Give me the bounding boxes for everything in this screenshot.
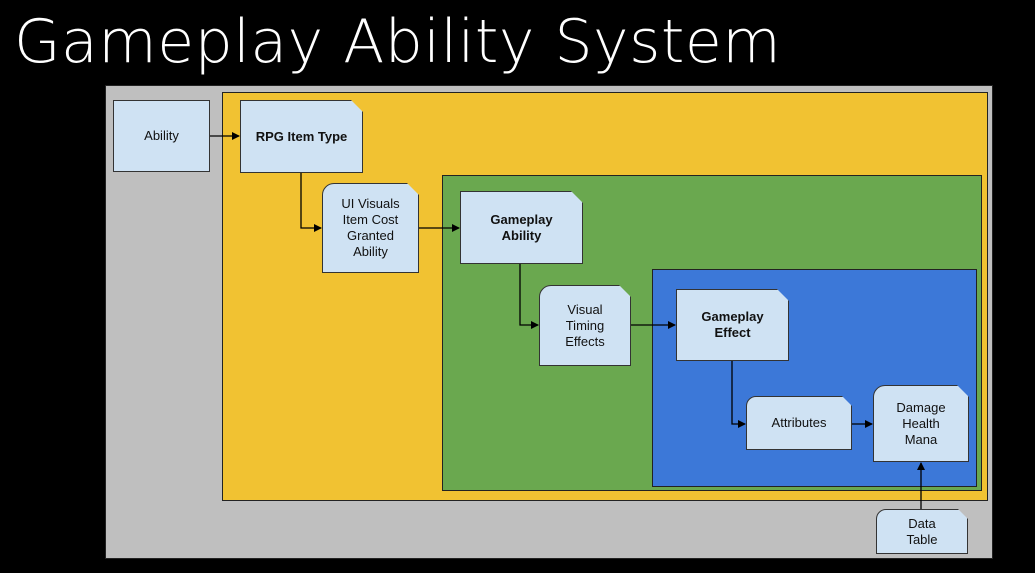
item-details-node: UI Visuals Item Cost Granted Ability [322,183,419,273]
gameplay-ability-node: Gameplay Ability [460,191,583,264]
ability-details-node: Visual Timing Effects [539,285,631,366]
rpg-item-type-node: RPG Item Type [240,100,363,173]
data-table-node: Data Table [876,509,968,554]
attribute-values-node: Damage Health Mana [873,385,969,462]
attributes-node: Attributes [746,396,852,450]
ability-node: Ability [113,100,210,172]
gameplay-effect-node: Gameplay Effect [676,289,789,361]
slide-title: Gameplay Ability System [14,7,782,77]
